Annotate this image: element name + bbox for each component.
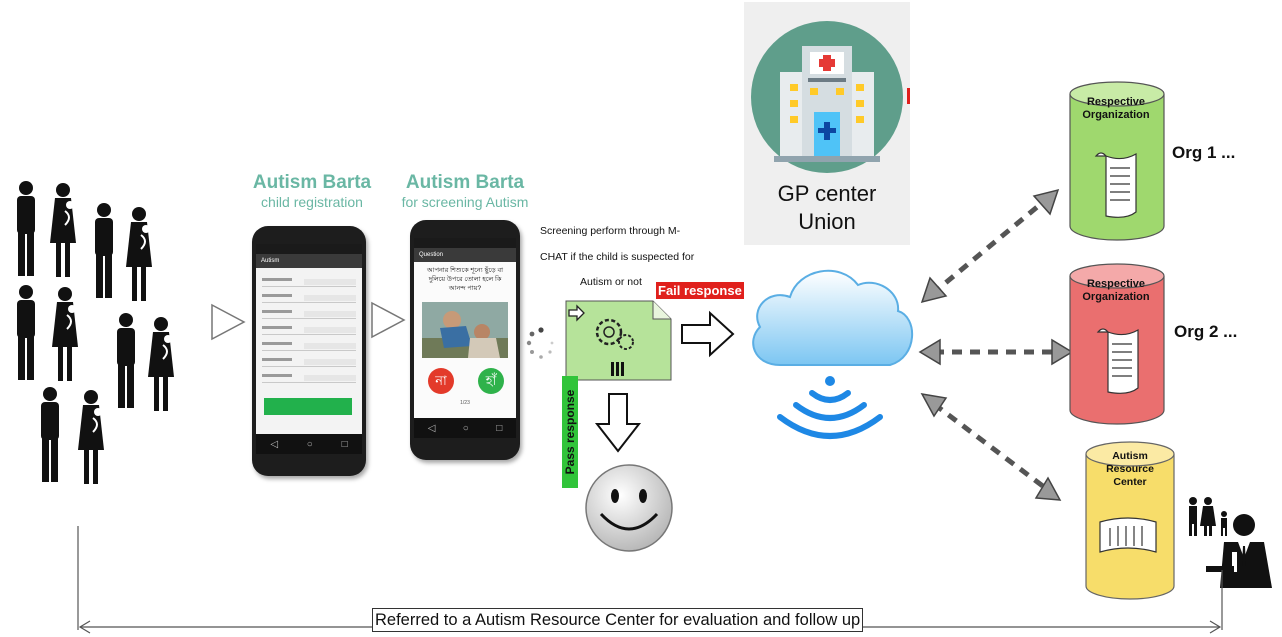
screening-phone: Question আপনার শিশুকে শূন্যে ছুঁড়ে বা দ… [410,220,520,460]
doctor-icon [1206,514,1272,588]
registration-app-title: Autism Barta child registration [232,172,392,210]
form-field[interactable] [262,310,356,319]
arc-cylinder-icon [1085,441,1175,600]
gp-center-label-line2: Union [798,209,856,234]
org2-cylinder-label: Respective Organization [1082,278,1150,303]
back-icon[interactable]: ◁ [427,422,436,434]
back-icon[interactable]: ◁ [270,438,279,450]
org2-cylinder-icon [1069,263,1165,425]
register-button[interactable] [264,398,352,415]
referral-caption: Referred to a Autism Resource Center for… [372,608,864,632]
app-name: Autism Barta [252,172,372,193]
hospital-icon [751,21,903,173]
nav-bar: ◁ ○ □ [414,418,516,438]
app-bar: Question [414,248,516,262]
people-group-icon [17,181,175,485]
org1-cylinder-label: Respective Organization [1082,96,1150,121]
cloud-icon [752,269,913,439]
form-field[interactable] [262,294,356,303]
question-text: আপনার শিশুকে শূন্যে ছুঁড়ে বা দুলিয়ে উপ… [427,267,503,292]
recents-icon[interactable]: □ [496,422,503,434]
screening-note-line2: CHAT if the child is suspected for [540,251,695,263]
fail-response-label: Fail response [656,282,744,299]
app-subtitle: child registration [261,194,363,210]
home-icon[interactable]: ○ [306,438,313,450]
form-field[interactable] [262,278,356,287]
nav-bar: ◁ ○ □ [256,434,362,454]
org2-label: Org 2 ... [1174,322,1238,341]
loading-spinner-icon [526,327,554,359]
screening-note-line3: Autism or not [580,276,642,288]
org1-cylinder-icon [1069,81,1165,241]
status-bar [256,244,362,254]
yes-button[interactable]: হাঁ [478,368,504,394]
phone-screen: Autism ◁ ○ □ [256,244,362,454]
form-field[interactable] [262,326,356,335]
form-field[interactable] [262,374,356,383]
no-button[interactable]: না [428,368,454,394]
gp-center-label-line1: GP center [777,181,877,206]
screening-note-line1: Screening perform through M- [540,225,681,237]
app-bar: Autism [256,254,362,268]
flow-arrow-icon [211,303,246,341]
family-icon [1189,497,1227,536]
status-bar [414,238,516,248]
app-name: Autism Barta [405,172,525,193]
app-subtitle: for screening Autism [401,194,529,210]
recents-icon[interactable]: □ [341,438,348,450]
question-counter: 1/23 [460,400,470,406]
processing-gear-icon [565,300,672,381]
network-links [918,188,1074,501]
down-arrow-icon [594,393,642,453]
red-mark [907,88,910,104]
phone-screen: Question আপনার শিশুকে শূন্যে ছুঁড়ে বা দ… [414,238,516,438]
child-photo [422,302,508,358]
flow-arrow-icon [371,301,406,339]
smiley-icon [585,464,673,552]
pass-response-label: Pass response [562,376,578,488]
right-arrow-icon [681,310,735,358]
arc-cylinder-label: Autism Resource Center [1106,450,1154,488]
org1-label: Org 1 ... [1172,143,1236,162]
home-icon[interactable]: ○ [462,422,469,434]
form-field[interactable] [262,358,356,367]
registration-phone: Autism ◁ ○ □ [252,226,366,476]
form-field[interactable] [262,342,356,351]
screening-app-title: Autism Barta for screening Autism [385,172,545,210]
